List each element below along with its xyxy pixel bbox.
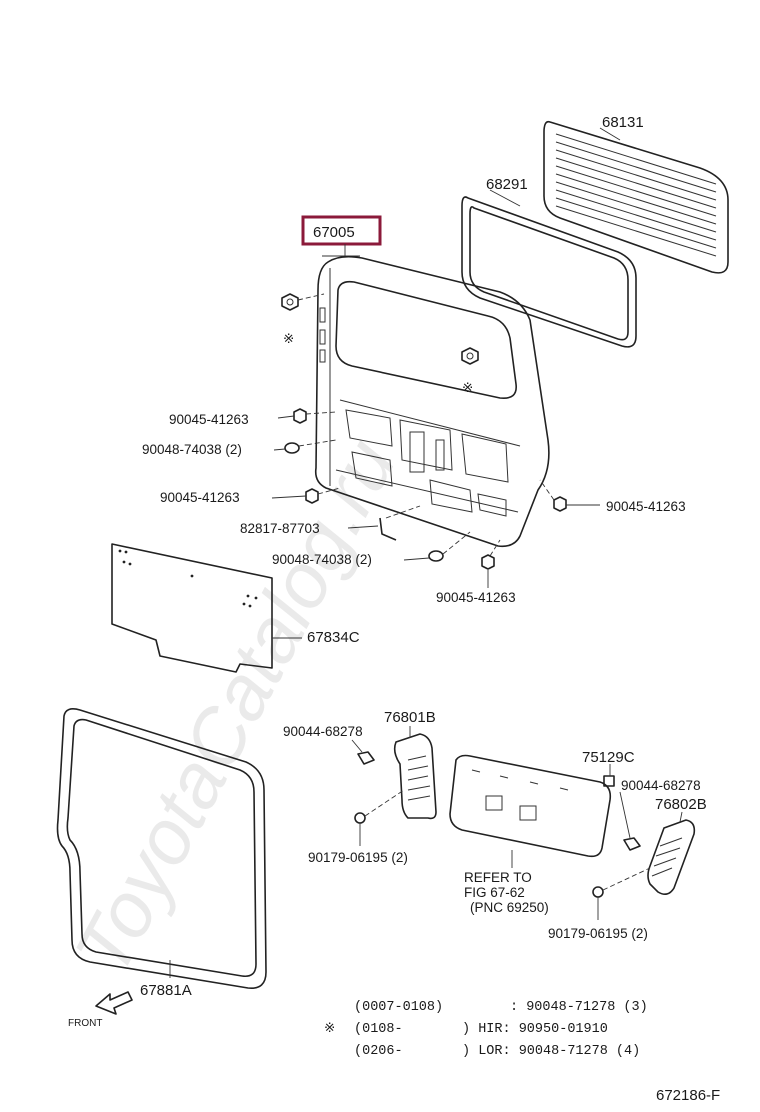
legend-range-3: (0206-	[354, 1044, 403, 1059]
label-67005: 67005	[313, 224, 355, 241]
label-90179-b: 90179-06195 (2)	[548, 926, 648, 941]
legend-spec-2: ) HIR: 90950-01910	[462, 1022, 608, 1037]
clip-90044-a	[357, 751, 375, 765]
label-90045-b: 90045-41263	[160, 490, 240, 505]
label-90044-a: 90044-68278	[283, 724, 363, 739]
bolt-c	[481, 554, 495, 570]
label-front: FRONT	[68, 1018, 102, 1029]
front-arrow-icon	[95, 991, 133, 1015]
label-90045-a: 90045-41263	[169, 412, 249, 427]
label-refer-3: (PNC 69250)	[470, 900, 549, 915]
label-90179-a: 90179-06195 (2)	[308, 850, 408, 865]
bolt-d	[553, 496, 567, 512]
label-76802B: 76802B	[655, 796, 707, 813]
trim-board-drawing	[111, 543, 273, 673]
legend-spec-1: : 90048-71278 (3)	[510, 1000, 648, 1015]
mark-upper-center: ※	[462, 380, 473, 395]
plug-a	[284, 442, 300, 454]
door-weatherstrip-drawing	[56, 708, 267, 989]
label-90045-d: 90045-41263	[606, 499, 686, 514]
bolt-a	[293, 408, 307, 424]
garnish-drawing	[449, 754, 612, 858]
back-glass-drawing	[543, 120, 729, 274]
clip-upper-left	[281, 293, 299, 311]
legend-range-2: (0108-	[354, 1022, 403, 1037]
nut-90179-a	[354, 812, 366, 824]
clip-90044-b	[623, 837, 641, 851]
label-82817: 82817-87703	[240, 521, 320, 536]
back-door-panel-drawing	[314, 255, 550, 548]
plug-b	[428, 550, 444, 562]
label-refer-2: FIG 67-62	[464, 885, 525, 900]
highlight-box-67005	[301, 215, 382, 246]
label-76801B: 76801B	[384, 709, 436, 726]
trim-76802B-drawing	[647, 819, 696, 896]
mark-upper-left: ※	[283, 331, 294, 346]
bolt-b	[305, 488, 319, 504]
label-refer-1: REFER TO	[464, 870, 532, 885]
glass-weatherstrip-drawing	[461, 196, 637, 348]
legend-range-1: (0007-0108)	[354, 1000, 443, 1015]
legend-spec-3: ) LOR: 90048-71278 (4)	[462, 1044, 640, 1059]
clip-upper-center	[461, 347, 479, 365]
label-67881A: 67881A	[140, 982, 192, 999]
label-90048-a: 90048-74038 (2)	[142, 442, 242, 457]
label-67834C: 67834C	[307, 629, 360, 646]
nut-90179-b	[592, 886, 604, 898]
figure-code: 672186-F	[656, 1087, 720, 1104]
clip-75129C	[603, 775, 615, 787]
trim-76801B-drawing	[393, 733, 437, 820]
label-90045-c: 90045-41263	[436, 590, 516, 605]
legend: (0007-0108) : 90048-71278 (3) ※ (0108- )…	[324, 1000, 648, 1059]
legend-mark-2: ※	[324, 1022, 335, 1037]
label-90048-b: 90048-74038 (2)	[272, 552, 372, 567]
label-75129C: 75129C	[582, 749, 635, 766]
watermark: ToyotaCatalog.ru	[57, 425, 412, 988]
label-68131: 68131	[602, 114, 644, 131]
label-68291: 68291	[486, 176, 528, 193]
label-90044-b: 90044-68278	[621, 778, 701, 793]
cable-clip	[379, 517, 397, 541]
